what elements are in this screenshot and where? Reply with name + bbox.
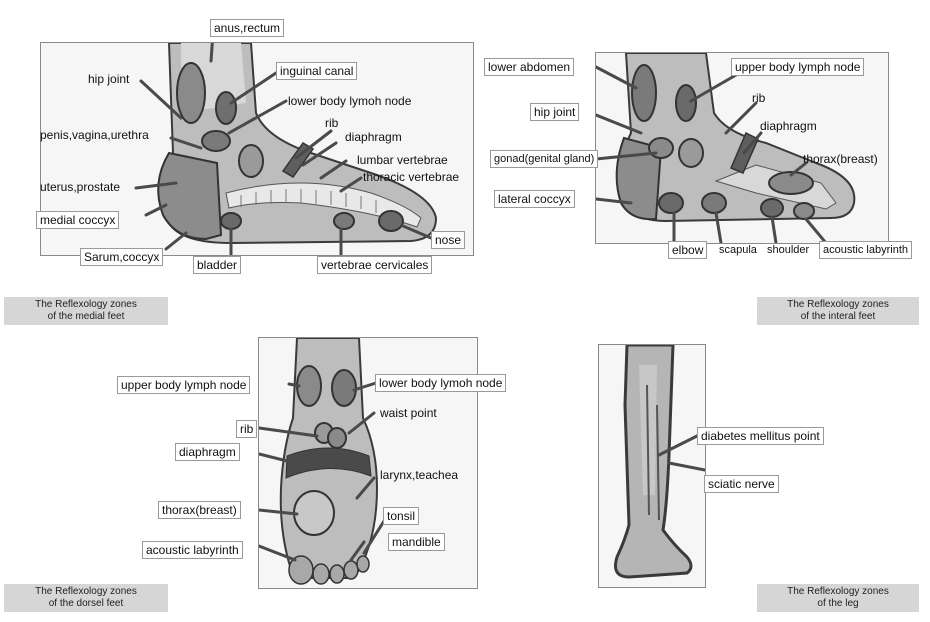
label-acoustic-labyrinth-dorsal: acoustic labyrinth: [142, 541, 243, 559]
label-hip-joint: hip joint: [88, 72, 129, 86]
caption-medial-feet: The Reflexology zones of the medial feet: [4, 297, 168, 325]
label-bladder: bladder: [193, 256, 241, 274]
label-hip-joint-interal: hip joint: [530, 103, 579, 121]
caption-medial-line1: The Reflexology zones: [8, 299, 164, 311]
label-diabetes-mellitus-point: diabetes mellitus point: [697, 427, 824, 445]
label-larynx-teachea: larynx,teachea: [380, 468, 458, 482]
label-thorax-breast-dorsal: thorax(breast): [158, 501, 241, 519]
label-medial-coccyx: medial coccyx: [36, 211, 119, 229]
label-lower-body-lymph-node: lower body lymoh node: [288, 94, 411, 108]
caption-dorsal-line1: The Reflexology zones: [8, 586, 164, 598]
label-elbow: elbow: [668, 241, 707, 259]
caption-leg: The Reflexology zones of the leg: [757, 584, 919, 612]
label-nose: nose: [431, 231, 465, 249]
label-lumbar-vertebrae: lumbar vertebrae: [357, 153, 448, 167]
label-sarum-coccyx: Sarum,coccyx: [80, 248, 163, 266]
caption-dorsal-line2: of the dorsel feet: [8, 598, 164, 610]
label-thoracic-vertebrae: thoracic vertebrae: [363, 170, 459, 184]
label-lower-abdomen: lower abdomen: [484, 58, 574, 76]
caption-medial-line2: of the medial feet: [8, 311, 164, 323]
label-mandible: mandible: [388, 533, 445, 551]
caption-leg-line1: The Reflexology zones: [761, 586, 915, 598]
label-anus-rectum: anus,rectum: [210, 19, 284, 37]
interal-foot-illustration: [596, 53, 888, 243]
caption-leg-line2: of the leg: [761, 598, 915, 610]
label-rib-interal: rib: [752, 91, 765, 105]
label-uterus-prostate: uterus,prostate: [40, 180, 120, 194]
label-acoustic-labyrinth-interal: acoustic labyrinth: [819, 241, 912, 259]
label-thorax-breast-interal: thorax(breast): [803, 152, 878, 166]
caption-interal-line1: The Reflexology zones: [761, 299, 915, 311]
caption-interal-feet: The Reflexology zones of the interal fee…: [757, 297, 919, 325]
leg-illustration: [599, 345, 705, 587]
interal-foot-panel: [595, 52, 889, 244]
leg-panel: [598, 344, 706, 588]
label-upper-body-lymph-node-dorsal: upper body lymph node: [117, 376, 250, 394]
label-scapula: scapula: [719, 243, 757, 257]
caption-interal-line2: of the interal feet: [761, 311, 915, 323]
label-lower-body-lymph-node-dorsal: lower body lymoh node: [375, 374, 506, 392]
label-vertebrae-cervicales: vertebrae cervicales: [317, 256, 432, 274]
caption-dorsal-feet: The Reflexology zones of the dorsel feet: [4, 584, 168, 612]
label-gonad: gonad(genital gland): [490, 150, 598, 168]
label-sciatic-nerve: sciatic nerve: [704, 475, 779, 493]
label-waist-point: waist point: [380, 406, 437, 420]
label-upper-body-lymph-node: upper body lymph node: [731, 58, 864, 76]
label-rib: rib: [325, 116, 338, 130]
label-rib-dorsal: rib: [236, 420, 257, 438]
label-diaphragm: diaphragm: [345, 130, 402, 144]
label-diaphragm-dorsal: diaphragm: [175, 443, 240, 461]
label-shoulder: shoulder: [767, 243, 809, 257]
label-lateral-coccyx: lateral coccyx: [494, 190, 575, 208]
label-penis-vagina-urethra: penis,vagina,urethra: [40, 128, 149, 142]
label-tonsil: tonsil: [383, 507, 419, 525]
label-diaphragm-interal: diaphragm: [760, 119, 817, 133]
label-inguinal-canal: inguinal canal: [276, 62, 357, 80]
